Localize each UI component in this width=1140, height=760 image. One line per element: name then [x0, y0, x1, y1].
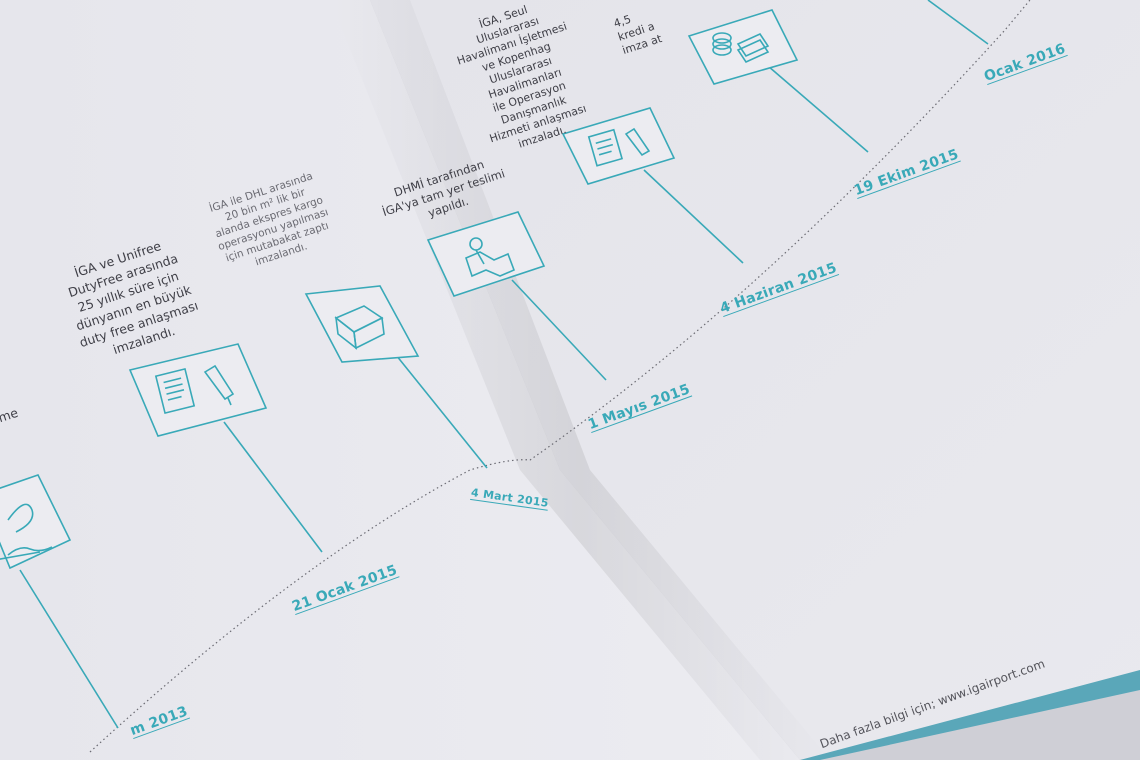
stem-7 — [927, 0, 989, 45]
contract-pen-icon-2 — [561, 107, 676, 185]
back-cover-edge — [800, 670, 1140, 760]
stem-3 — [391, 349, 488, 469]
signature-document-icon — [0, 474, 72, 570]
stem-6 — [767, 65, 869, 153]
contract-pen-icon — [128, 343, 268, 437]
stem-2 — [223, 421, 323, 553]
stem-5 — [643, 169, 744, 264]
warehouse-box-icon — [304, 285, 420, 363]
timeline-dotted-line — [89, 0, 1031, 753]
page-fold-shadow — [330, 0, 830, 760]
right-page — [370, 0, 1140, 760]
map-pin-icon — [426, 211, 546, 297]
left-page — [0, 0, 800, 760]
stem-4 — [511, 279, 607, 381]
stem-1 — [19, 569, 119, 729]
money-stack-icon — [687, 9, 799, 85]
